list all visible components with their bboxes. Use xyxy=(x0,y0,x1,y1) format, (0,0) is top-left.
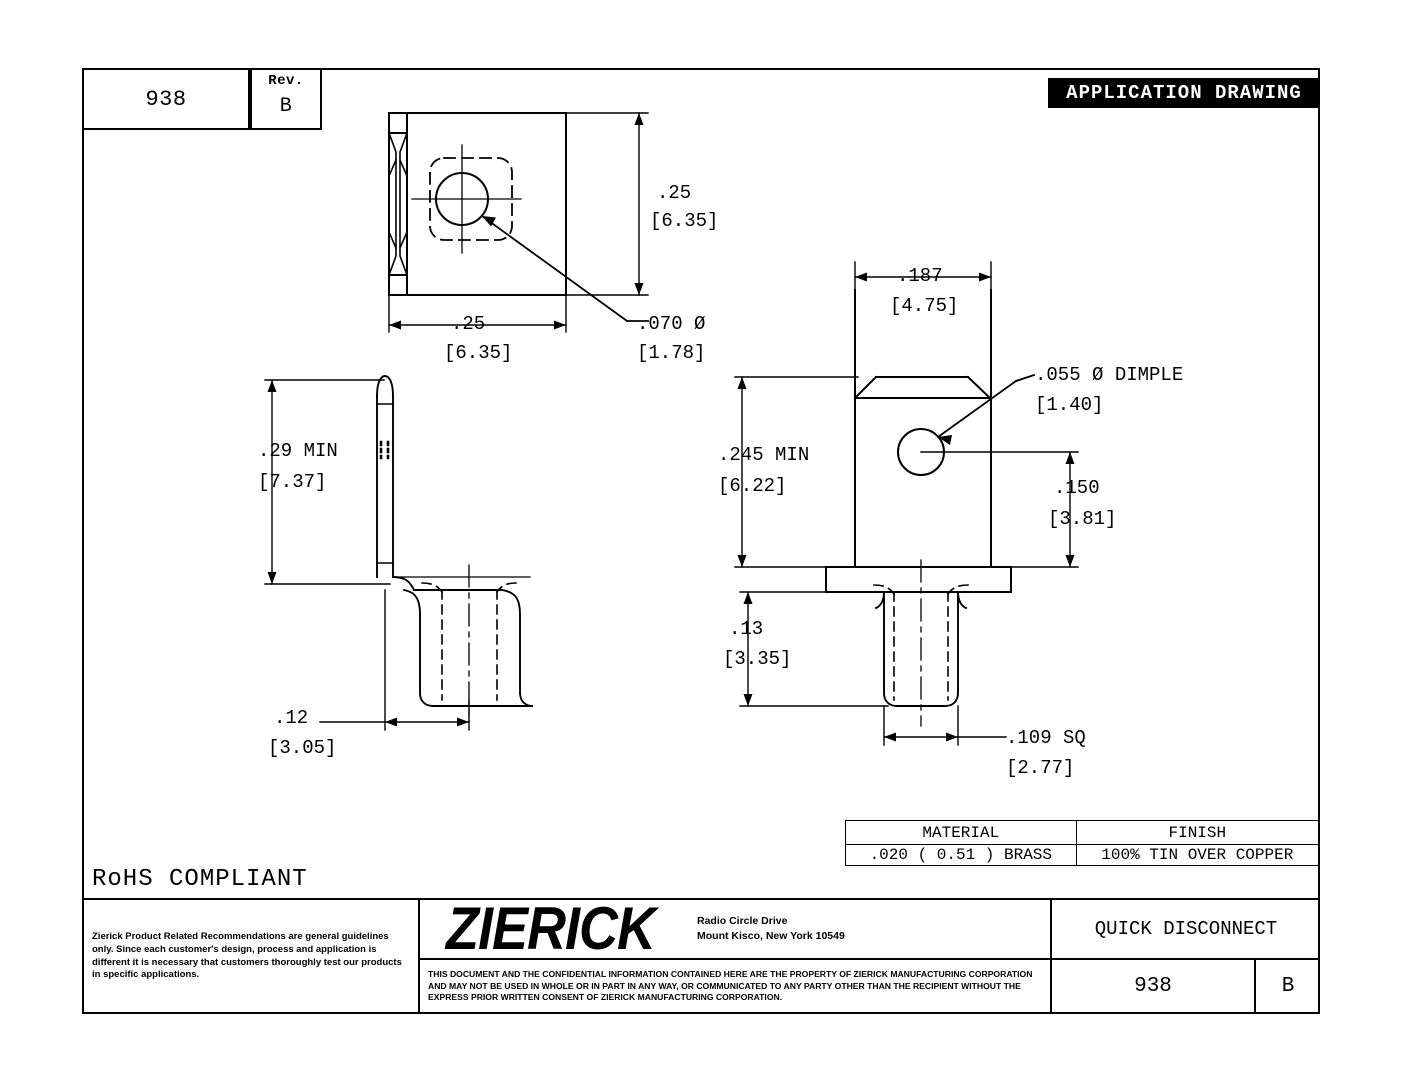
product-name-box: QUICK DISCONNECT xyxy=(1094,918,1278,940)
dim-front-height-inch: .245 MIN xyxy=(718,444,810,466)
spec-value-finish: 100% TIN OVER COPPER xyxy=(1075,844,1320,866)
revision-label: Rev. xyxy=(268,73,304,89)
dim-side-offset-inch: .12 xyxy=(274,707,309,729)
dim-top-hole-mm: [1.78] xyxy=(637,342,706,364)
dim-front-dimple-mm: [1.40] xyxy=(1035,394,1104,416)
zierick-logo: ZIERICK xyxy=(446,895,656,963)
dim-top-width-mm: [6.35] xyxy=(444,342,513,364)
dim-front-height-mm: [6.22] xyxy=(718,475,787,497)
part-number-value: 938 xyxy=(145,86,187,112)
company-address: Radio Circle Drive Mount Kisco, New York… xyxy=(697,914,845,944)
title-block-part-number: 938 xyxy=(1052,958,1256,1013)
revision-value: B xyxy=(279,95,293,118)
disclaimer-text: Zierick Product Related Recommendations … xyxy=(92,931,402,981)
dim-side-height-inch: .29 MIN xyxy=(258,440,338,462)
dim-front-post-height-mm: [3.35] xyxy=(723,648,792,670)
dim-front-post-height-inch: .13 xyxy=(729,618,764,640)
dim-front-shoulder-mm: [3.81] xyxy=(1048,508,1117,530)
spec-table: MATERIAL FINISH .020 ( 0.51 ) BRASS 100%… xyxy=(845,820,1320,866)
dim-front-post-width-inch: .109 SQ xyxy=(1006,727,1086,749)
dim-front-width-inch: .187 xyxy=(897,265,943,287)
spec-header-material: MATERIAL xyxy=(845,820,1077,845)
part-number-box: 938 xyxy=(82,68,250,130)
dim-top-hole-inch: .070 Ø xyxy=(637,313,706,335)
dim-top-width-inch: .25 xyxy=(451,313,486,335)
dim-top-height-mm: [6.35] xyxy=(650,210,719,232)
rohs-compliant-label: RoHS COMPLIANT xyxy=(92,866,308,893)
spec-value-material: .020 ( 0.51 ) BRASS xyxy=(845,844,1077,866)
disclaimer-box: Zierick Product Related Recommendations … xyxy=(84,900,420,1013)
dim-side-offset-mm: [3.05] xyxy=(268,737,337,759)
revision-box: Rev. B xyxy=(250,68,322,130)
title-block-revision: B xyxy=(1256,958,1320,1013)
title-block xyxy=(82,898,1320,1014)
dim-front-post-width-mm: [2.77] xyxy=(1006,757,1075,779)
address-line-2: Mount Kisco, New York 10549 xyxy=(697,930,845,942)
dim-front-width-mm: [4.75] xyxy=(890,295,959,317)
dim-front-shoulder-inch: .150 xyxy=(1054,477,1100,499)
drawing-border xyxy=(82,68,1320,1014)
legal-notice-box: THIS DOCUMENT AND THE CONFIDENTIAL INFOR… xyxy=(420,958,1052,1013)
address-line-1: Radio Circle Drive xyxy=(697,914,788,927)
company-logo-box: ZIERICK Radio Circle Drive Mount Kisco, … xyxy=(420,895,1052,963)
application-drawing-banner: APPLICATION DRAWING xyxy=(1048,78,1320,108)
dim-front-dimple-inch: .055 Ø DIMPLE xyxy=(1035,364,1184,386)
legal-notice-text: THIS DOCUMENT AND THE CONFIDENTIAL INFOR… xyxy=(428,968,1033,1003)
dim-top-height-inch: .25 xyxy=(657,182,692,204)
dim-side-height-mm: [7.37] xyxy=(258,471,327,493)
spec-header-finish: FINISH xyxy=(1075,820,1320,845)
